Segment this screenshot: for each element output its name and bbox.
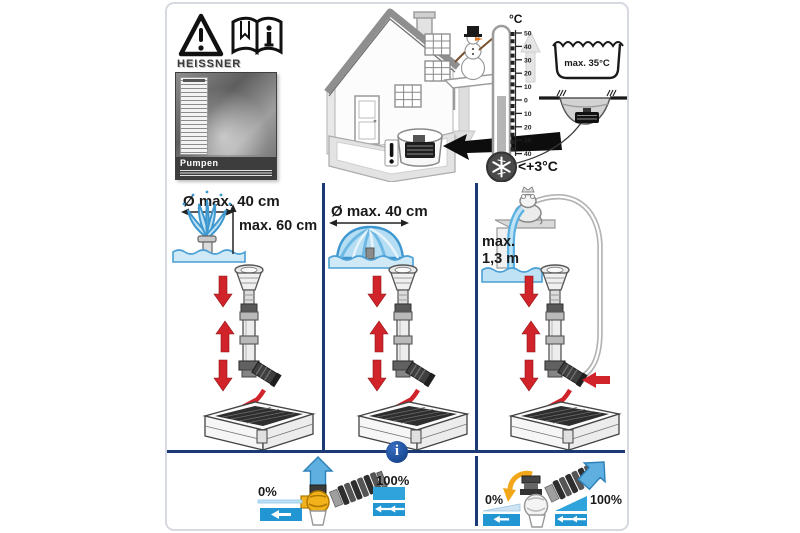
water-surface xyxy=(328,255,414,269)
flow-diagram-vertical: 0% 100% xyxy=(257,456,410,526)
thermometer-tick: 30 xyxy=(515,138,532,145)
pump-assembly xyxy=(359,265,467,450)
thermometer-tick: 40 xyxy=(515,151,532,158)
svg-text:20: 20 xyxy=(524,71,532,78)
thermometer-tick: 0 xyxy=(515,98,528,105)
max-flow-direction-box xyxy=(373,503,405,516)
window xyxy=(394,84,422,108)
cleaning-basin: max. 35°C xyxy=(552,41,624,80)
window xyxy=(424,60,451,82)
brand-logo: HEISSNER xyxy=(177,58,242,70)
min-flow-label: 0% xyxy=(485,493,503,507)
manual-language-list xyxy=(180,77,208,155)
min-flow-bar xyxy=(257,499,303,504)
info-icon: i xyxy=(386,441,408,463)
winter-storage-scene: °C 50 40 30 20 10 0 xyxy=(324,8,627,182)
max-flow-direction-box xyxy=(555,514,587,526)
manual-title: Pumpen xyxy=(180,158,219,168)
window xyxy=(424,33,451,56)
pump-assembly xyxy=(511,265,619,450)
diameter-label: Ø max. 40 cm xyxy=(331,203,428,220)
water-surface xyxy=(172,249,246,263)
svg-text:10: 10 xyxy=(524,84,532,91)
warning-triangle-icon xyxy=(178,13,224,57)
max-flow-label: 100% xyxy=(590,493,622,507)
safety-icons xyxy=(178,13,283,57)
min-flow-direction-box xyxy=(483,514,520,526)
min-flow-ramp xyxy=(482,503,521,512)
panel-bell-fountain: Ø max. 40 cm xyxy=(328,203,475,450)
panel-spout-figure: max. 1,3 m xyxy=(481,186,625,450)
read-manual-icon xyxy=(231,16,283,56)
manual-cover: Pumpen xyxy=(175,72,277,180)
snowman xyxy=(454,26,494,81)
height-label-line2: 1,3 m xyxy=(482,251,519,267)
frost-link-line xyxy=(512,122,582,165)
svg-text:20: 20 xyxy=(524,124,532,131)
jet-fountain xyxy=(182,190,232,257)
thermometer-tick: 30 xyxy=(515,57,532,64)
frost-bulb xyxy=(486,151,517,182)
svg-text:10: 10 xyxy=(524,111,532,118)
hose-connect-arrow xyxy=(582,372,610,388)
diagram-frame: HEISSNER Pumpen xyxy=(165,2,629,531)
thermometer-unit: °C xyxy=(509,12,523,26)
panel-divider xyxy=(475,183,478,450)
frost-threshold-label: <+3°C xyxy=(518,158,558,174)
panel-divider xyxy=(322,183,325,450)
manual-model-list xyxy=(180,170,272,177)
water-jet-stream xyxy=(507,205,526,274)
manual-cover-art xyxy=(196,81,274,155)
snowflake-icon xyxy=(492,156,511,178)
pond-pump xyxy=(575,112,599,123)
max-flow-label: 100% xyxy=(376,473,410,488)
thermometer: °C 50 40 30 20 10 0 xyxy=(486,12,558,182)
svg-text:40: 40 xyxy=(524,151,532,158)
storage-bucket xyxy=(397,128,443,167)
frost-free-basement xyxy=(328,128,456,182)
svg-text:30: 30 xyxy=(524,138,532,145)
house-illustration xyxy=(324,8,461,155)
svg-text:0: 0 xyxy=(524,98,528,105)
take-up-arrow xyxy=(520,30,541,83)
svg-text:50: 50 xyxy=(524,31,532,38)
thermometer-tick: 20 xyxy=(515,124,532,131)
front-door xyxy=(354,95,380,145)
flow-valve xyxy=(520,475,549,528)
pump-assembly xyxy=(205,265,313,450)
max-flow-bar xyxy=(373,487,405,500)
rotate-valve-arrow xyxy=(503,470,533,502)
thermometer-tick: 50 xyxy=(515,31,532,38)
flow-up-arrow xyxy=(303,456,333,488)
flow-diagram-rotate: 0% 100% xyxy=(482,454,622,528)
flow-valve xyxy=(300,484,330,526)
diameter-arrow xyxy=(329,219,409,227)
svg-text:30: 30 xyxy=(524,57,532,64)
svg-text:40: 40 xyxy=(524,44,532,51)
height-measure-arrow xyxy=(229,204,237,254)
min-flow-direction-box xyxy=(260,508,302,521)
thermometer-tick: 20 xyxy=(515,71,532,78)
max-flow-ramp xyxy=(555,496,587,511)
warning-exclamation xyxy=(384,139,399,167)
height-label: max. 60 cm xyxy=(239,218,317,234)
thermometer-tick: 10 xyxy=(515,111,532,118)
panel-jet-fountain: Ø max. 40 cm xyxy=(172,190,317,450)
thermometer-tick: 10 xyxy=(515,84,532,91)
thermometer-tick: 40 xyxy=(515,44,532,51)
max-water-temp-label: max. 35°C xyxy=(564,58,610,69)
flow-divider xyxy=(475,456,478,526)
height-label-line1: max. xyxy=(482,234,515,250)
bell-fountain xyxy=(335,225,405,260)
pond-cross-section xyxy=(539,89,627,125)
min-flow-label: 0% xyxy=(258,484,277,499)
manual-title-band: Pumpen xyxy=(176,157,276,179)
diameter-label: Ø max. 40 cm xyxy=(183,193,280,210)
